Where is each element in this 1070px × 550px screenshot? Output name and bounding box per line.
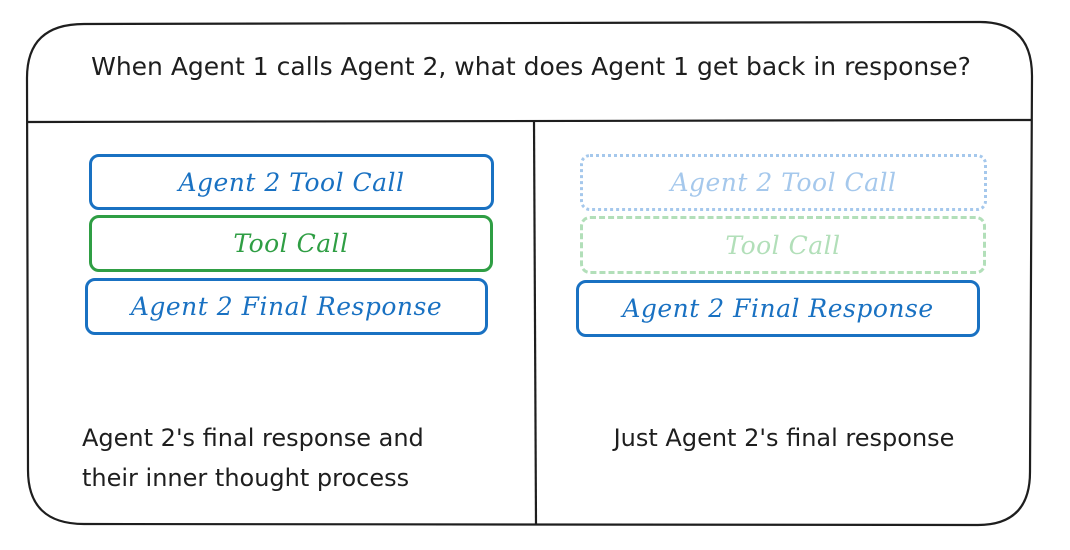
question-title: When Agent 1 calls Agent 2, what does Ag… (91, 52, 971, 81)
right-agent2-tool-call-box-faded: Agent 2 Tool Call (580, 154, 987, 211)
left-agent2-tool-call-box: Agent 2 Tool Call (89, 154, 494, 210)
outer-border (25, 20, 1034, 527)
right-caption: Just Agent 2's final response (613, 424, 955, 452)
panel-divider (532, 120, 538, 526)
right-tool-call-box-faded: Tool Call (580, 216, 986, 274)
left-caption-line2: their inner thought process (82, 464, 410, 492)
left-caption-line1: Agent 2's final response and (82, 424, 424, 452)
left-tool-call-box: Tool Call (89, 215, 493, 272)
left-agent2-final-response-box: Agent 2 Final Response (85, 278, 488, 335)
header-divider (27, 118, 1032, 124)
right-agent2-final-response-box: Agent 2 Final Response (576, 280, 980, 337)
left-caption: Agent 2's final response and their inner… (82, 418, 424, 498)
